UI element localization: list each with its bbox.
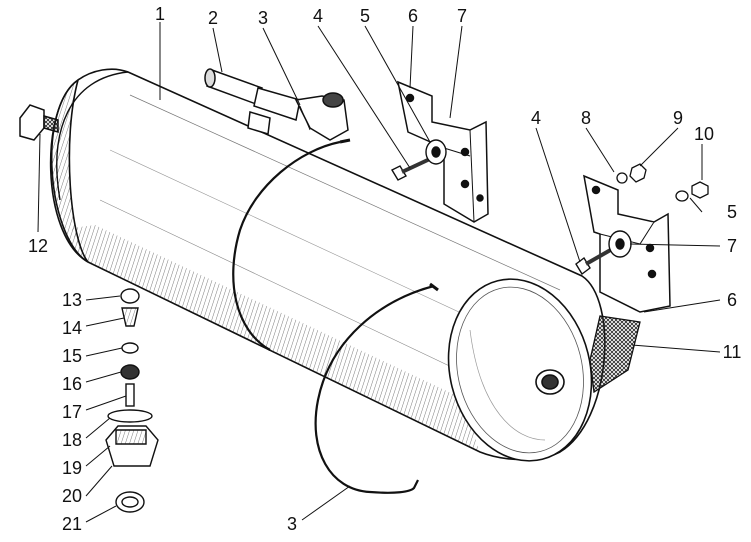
callout-11: 11: [722, 342, 742, 362]
callout-7: 7: [726, 236, 738, 256]
callout-14: 14: [61, 318, 83, 338]
callout-20: 20: [61, 486, 83, 506]
drain-valve-stack: [105, 288, 159, 513]
callout-3: 3: [286, 514, 298, 534]
end-plug: [19, 104, 59, 141]
bolt-washer-upper: [391, 139, 447, 181]
callout-3: 3: [257, 8, 269, 28]
air-tank-body: [49, 68, 606, 462]
callout-7: 7: [456, 6, 468, 26]
callout-1: 1: [154, 4, 166, 24]
callout-18: 18: [61, 430, 83, 450]
clamp-strap-lower: [314, 282, 439, 494]
hose-fitting: [204, 68, 349, 141]
callout-4: 4: [312, 6, 324, 26]
callout-17: 17: [61, 402, 83, 422]
callout-15: 15: [61, 346, 83, 366]
callout-12: 12: [27, 236, 49, 256]
clamp-strap-upper: [232, 138, 351, 351]
callout-19: 19: [61, 458, 83, 478]
callout-16: 16: [61, 374, 83, 394]
bolt-washer-lower: [575, 230, 632, 276]
callout-13: 13: [61, 290, 83, 310]
callout-2: 2: [207, 8, 219, 28]
callout-5: 5: [726, 202, 738, 222]
rubber-pad: [589, 315, 641, 394]
callout-4: 4: [530, 108, 542, 128]
callout-5: 5: [359, 6, 371, 26]
callout-10: 10: [693, 124, 715, 144]
leader-lines: [37, 22, 721, 523]
callout-6: 6: [407, 6, 419, 26]
callout-6: 6: [726, 290, 738, 310]
callout-9: 9: [672, 108, 684, 128]
callout-8: 8: [580, 108, 592, 128]
nut-washer-set: [616, 163, 709, 202]
callout-21: 21: [61, 514, 83, 534]
